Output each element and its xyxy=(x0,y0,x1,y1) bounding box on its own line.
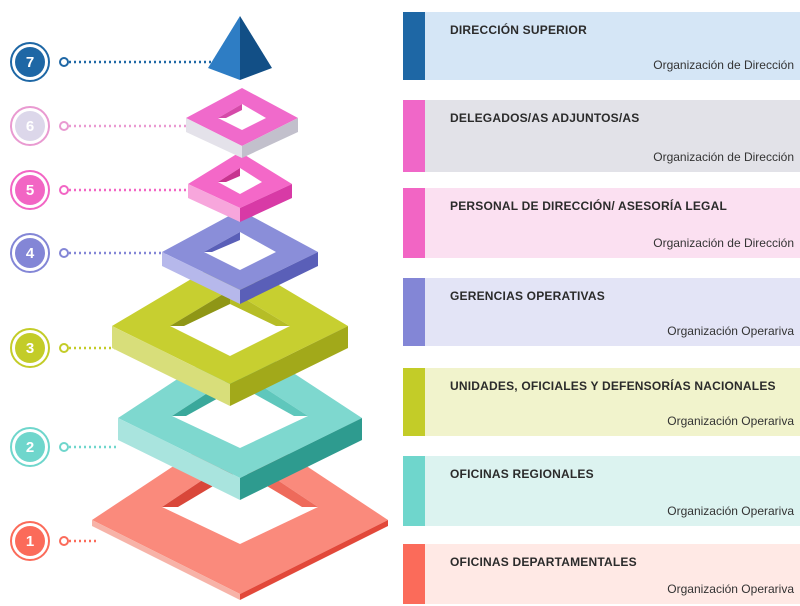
level-6-title: DELEGADOS/AS ADJUNTOS/AS xyxy=(450,111,640,125)
level-2-subtitle: Organización Operariva xyxy=(667,504,794,518)
level-1-badge: 1 xyxy=(10,521,50,561)
level-4-subtitle: Organización Operariva xyxy=(667,324,794,338)
level-1-number: 1 xyxy=(15,526,45,556)
level-1-subtitle: Organización Operariva xyxy=(667,582,794,596)
level-3-color-bar xyxy=(403,368,425,436)
level-1-color-bar xyxy=(403,544,425,604)
level-2-title: OFICINAS REGIONALES xyxy=(450,467,594,481)
level-3-panel: UNIDADES, OFICIALES Y DEFENSORÍAS NACION… xyxy=(403,368,800,436)
connector-dot-5 xyxy=(59,185,69,195)
connector-dot-2 xyxy=(59,442,69,452)
level-2-badge: 2 xyxy=(10,427,50,467)
level-7-badge: 7 xyxy=(10,42,50,82)
level-4-badge: 4 xyxy=(10,233,50,273)
level-7-color-bar xyxy=(403,12,425,80)
connector-lines xyxy=(59,57,212,546)
level-6-subtitle: Organización de Dirección xyxy=(653,150,794,164)
level-4-number: 4 xyxy=(15,238,45,268)
level-5-title: PERSONAL DE DIRECCIÓN/ ASESORÍA LEGAL xyxy=(450,199,727,213)
level-6-number: 6 xyxy=(15,111,45,141)
level-3-subtitle: Organización Operariva xyxy=(667,414,794,428)
level-2-panel: OFICINAS REGIONALES Organización Operari… xyxy=(403,456,800,526)
level-5-color-bar xyxy=(403,188,425,258)
connector-dot-6 xyxy=(59,121,69,131)
level-3-badge: 3 xyxy=(10,328,50,368)
level-4-color-bar xyxy=(403,278,425,346)
pyramid-tier-2 xyxy=(118,338,362,500)
connector-dot-1 xyxy=(59,536,69,546)
pyramid-graphic xyxy=(59,16,388,600)
level-6-panel: DELEGADOS/AS ADJUNTOS/AS Organización de… xyxy=(403,100,800,172)
level-1-title: OFICINAS DEPARTAMENTALES xyxy=(450,555,637,569)
level-5-subtitle: Organización de Dirección xyxy=(653,236,794,250)
level-7-number: 7 xyxy=(15,47,45,77)
level-7-title: DIRECCIÓN SUPERIOR xyxy=(450,23,587,37)
pyramid-apex xyxy=(208,16,272,80)
level-3-title: UNIDADES, OFICIALES Y DEFENSORÍAS NACION… xyxy=(450,379,776,393)
level-5-panel: PERSONAL DE DIRECCIÓN/ ASESORÍA LEGAL Or… xyxy=(403,188,800,258)
pyramid-tier-5 xyxy=(188,152,292,222)
connector-dot-7 xyxy=(59,57,69,67)
level-6-color-bar xyxy=(403,100,425,172)
level-4-title: GERENCIAS OPERATIVAS xyxy=(450,289,605,303)
level-5-number: 5 xyxy=(15,175,45,205)
level-6-badge: 6 xyxy=(10,106,50,146)
connector-dot-4 xyxy=(59,248,69,258)
connector-dot-3 xyxy=(59,343,69,353)
level-7-panel: DIRECCIÓN SUPERIOR Organización de Direc… xyxy=(403,12,800,80)
level-7-subtitle: Organización de Dirección xyxy=(653,58,794,72)
level-1-panel: OFICINAS DEPARTAMENTALES Organización Op… xyxy=(403,544,800,604)
pyramid-tier-4 xyxy=(162,210,318,304)
level-4-panel: GERENCIAS OPERATIVAS Organización Operar… xyxy=(403,278,800,346)
level-2-number: 2 xyxy=(15,432,45,462)
pyramid-tier-6 xyxy=(186,88,298,158)
level-3-number: 3 xyxy=(15,333,45,363)
level-2-color-bar xyxy=(403,456,425,526)
pyramid-tier-3 xyxy=(112,256,348,406)
level-5-badge: 5 xyxy=(10,170,50,210)
